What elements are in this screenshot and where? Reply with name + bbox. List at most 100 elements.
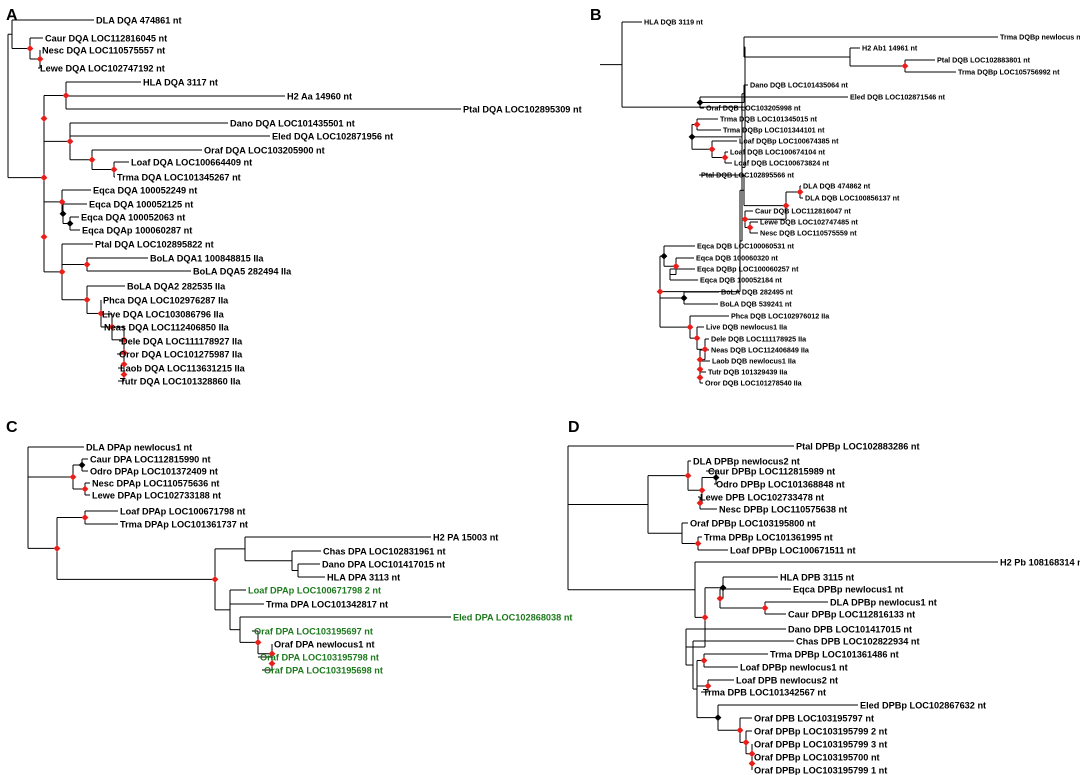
leaf-label: Trma DQBp newlocus nt	[1000, 33, 1080, 42]
support-node-marker	[254, 638, 262, 646]
support-node-marker	[81, 485, 89, 493]
leaf-label: Caur DPBp LOC112816133 nt	[788, 609, 915, 619]
support-node-marker	[696, 365, 704, 373]
leaf-label: Dano DQA LOC101435501 nt	[230, 118, 355, 128]
support-node-marker	[796, 188, 804, 196]
support-node-marker	[66, 137, 74, 145]
support-node-marker	[782, 202, 790, 210]
leaf-label: Tutr DQB 101329439 IIa	[708, 368, 788, 377]
leaf-label: Eled DQB LOC102871546 nt	[850, 93, 946, 102]
support-node-marker	[58, 268, 66, 276]
node-marker	[712, 474, 720, 481]
leaf-label: Ptal DPBp LOC102883286 nt	[796, 441, 920, 451]
support-node-marker	[268, 650, 276, 658]
leaf-label: Oraf DPA LOC103195798 nt	[260, 652, 379, 662]
leaf-label: Dano DPA LOC101417015 nt	[322, 559, 445, 569]
node-marker	[660, 252, 668, 260]
leaf-label: Loaf DPAp LOC100671798 nt	[120, 506, 245, 516]
support-node-marker	[748, 750, 756, 758]
leaf-label: Oraf DPA LOC103195698 nt	[264, 665, 383, 675]
leaf-label: Eqca DQBp LOC100060257 nt	[697, 265, 799, 274]
leaf-label: H2 Ab1 14961 nt	[862, 44, 918, 53]
support-node-marker	[268, 660, 276, 667]
leaf-label: Loaf DPBp newlocus1 nt	[740, 662, 848, 672]
leaf-label: DLA DPBp newlocus2 nt	[693, 456, 800, 466]
support-node-marker	[716, 595, 724, 602]
leaf-label: Eqca DQA 100052063 nt	[81, 212, 185, 222]
support-node-marker	[83, 261, 91, 268]
support-node-marker	[120, 371, 128, 378]
leaf-label: Trma DPAp LOC101361737 nt	[120, 519, 248, 529]
leaf-label: H2 Pb 108168314 nt	[1000, 557, 1080, 567]
support-node-marker	[721, 154, 729, 161]
support-node-marker	[656, 288, 664, 296]
leaf-label: Oraf DPBp LOC103195799 2 nt	[754, 726, 887, 736]
support-node-marker	[742, 738, 750, 746]
leaf-label: Eled DPBp LOC102867632 nt	[860, 700, 986, 710]
leaf-label: Oraf DPBp LOC103195799 1 nt	[754, 765, 887, 775]
leaf-label: Nesc DQA LOC110575557 nt	[42, 45, 165, 55]
leaf-label: Oraf DPB LOC103195797 nt	[754, 713, 874, 723]
support-node-marker	[88, 156, 96, 164]
leaf-label: Eqca DQB 100060320 nt	[696, 254, 779, 263]
leaf-label: HLA DQA 3117 nt	[143, 77, 218, 87]
node-marker	[719, 584, 727, 592]
leaf-label: BoLA DQA2 282535 IIa	[127, 281, 226, 291]
support-node-marker	[746, 224, 754, 231]
support-node-marker	[698, 486, 706, 494]
node-marker	[78, 461, 86, 469]
leaf-label: Ptal DQB LOC102895566 nt	[701, 171, 795, 180]
support-node-marker	[701, 345, 709, 353]
leaf-label: Loaf DQB LOC100673824 nt	[734, 159, 830, 168]
support-node-marker	[684, 472, 692, 480]
leaf-label: Eled DPA LOC102868038 nt	[453, 612, 573, 622]
leaf-label: Eqca DQB 100052184 nt	[700, 276, 783, 285]
node-marker	[688, 133, 696, 141]
support-node-marker	[120, 349, 128, 357]
support-node-marker	[83, 296, 91, 304]
leaf-label: DLA DQB LOC100856137 nt	[805, 194, 900, 203]
leaf-label: HLA DPB 3115 nt	[780, 572, 854, 582]
leaf-label: Eqca DQB LOC100060531 nt	[697, 242, 795, 251]
leaf-label: Trma DQBp LOC105756992 nt	[958, 68, 1060, 77]
node-marker	[59, 210, 67, 218]
support-node-marker	[701, 613, 709, 621]
leaf-label: DLA DQA 474861 nt	[96, 15, 182, 25]
support-node-marker	[62, 92, 70, 99]
leaf-label: Eqca DPBp newlocus1 nt	[793, 584, 903, 594]
leaf-label: Ptal DQB LOC102883801 nt	[937, 56, 1031, 65]
leaf-label: Ptal DQA LOC102895822 nt	[95, 239, 214, 249]
leaf-label: Loaf DPAp LOC100671798 2 nt	[248, 585, 381, 595]
leaf-label: BoLA DQA5 282494 IIa	[193, 266, 292, 276]
leaf-label: BoLA DQA1 100848815 IIa	[150, 253, 264, 263]
leaf-label: Nesc DPAp LOC110575636 nt	[92, 478, 220, 488]
leaf-label: Dele DQB LOC111178925 IIa	[711, 335, 807, 344]
support-node-marker	[761, 604, 769, 612]
node-marker	[66, 220, 74, 227]
support-node-marker	[704, 682, 712, 690]
support-node-marker	[696, 356, 704, 364]
leaf-label: BoLA DQB 282495 nt	[721, 288, 793, 297]
leaf-label: Neas DQB LOC112406849 IIa	[711, 346, 810, 355]
leaf-label: Caur DQA LOC112816045 nt	[45, 33, 167, 43]
leaf-label: Lewe DPAp LOC102733188 nt	[92, 490, 221, 500]
leaf-label: Trma DQA LOC101345267 nt	[117, 172, 241, 182]
leaf-label: Trma DPA LOC101342817 nt	[266, 599, 388, 609]
leaf-label: Trma DPBp LOC101361486 nt	[770, 649, 899, 659]
support-node-marker	[97, 310, 105, 317]
support-node-marker	[53, 545, 61, 552]
leaf-label: Eled DQA LOC102871956 nt	[272, 131, 393, 141]
support-node-marker	[58, 198, 66, 206]
panel-c-letter: C	[6, 419, 18, 436]
leaf-label: Caur DPA LOC112815990 nt	[90, 454, 211, 464]
leaf-label: Live DQA LOC103086796 IIa	[102, 309, 225, 319]
leaf-label: Dele DQA LOC111178927 IIa	[121, 336, 243, 346]
leaf-label: Oror DQB LOC101278540 IIa	[705, 379, 803, 388]
support-node-marker	[901, 62, 909, 70]
leaf-label: DLA DQB 474862 nt	[803, 182, 871, 191]
leaf-label: BoLA DQB 539241 nt	[720, 300, 792, 309]
